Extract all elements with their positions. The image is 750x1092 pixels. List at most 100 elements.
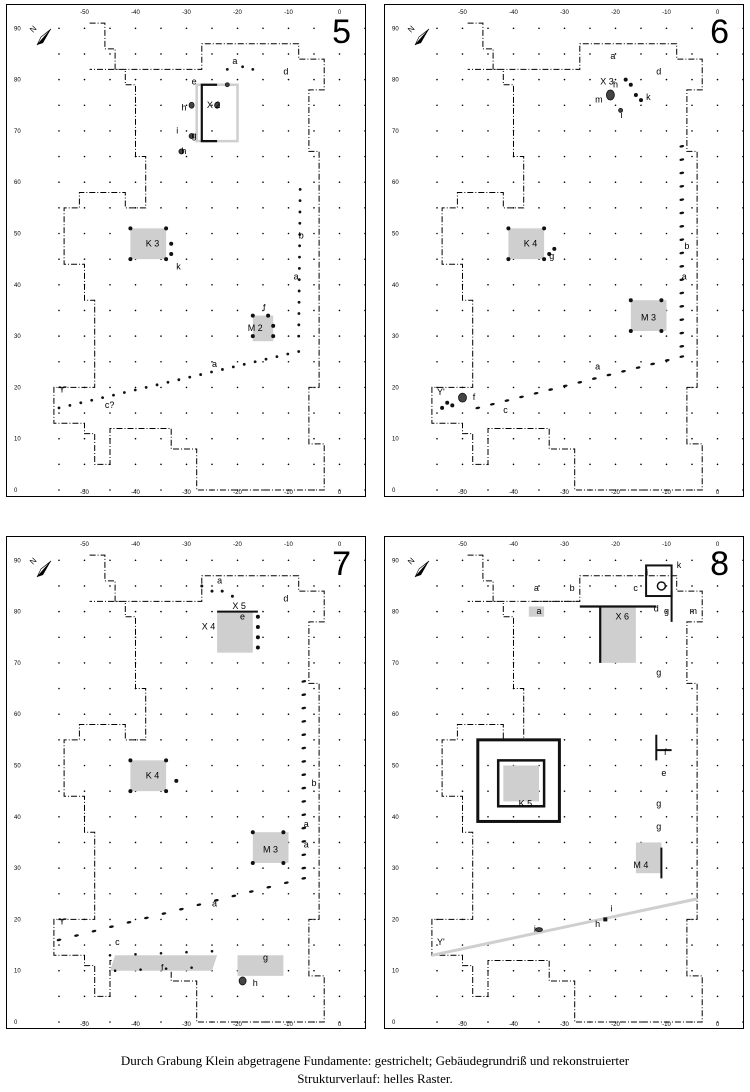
wall-a-stone (635, 366, 641, 369)
grid-dot (691, 437, 693, 440)
grid-dot (640, 1021, 642, 1023)
grid-dot (436, 918, 438, 921)
grid-dot (211, 463, 213, 466)
grid-dot (262, 559, 264, 562)
grid-dot (512, 412, 515, 414)
feature-label: f (473, 392, 476, 402)
grid-dot (614, 969, 617, 972)
grid-dot (109, 284, 111, 286)
grid-dot (58, 284, 60, 286)
grid-dot (589, 867, 591, 869)
grid-dot (487, 892, 489, 895)
grid-dot (436, 969, 438, 972)
grid-dot (287, 764, 290, 767)
grid-dot (109, 790, 111, 792)
k4-posthole (174, 778, 179, 783)
grid-dot (742, 816, 743, 818)
grid-dot (338, 892, 341, 895)
grid-dot (487, 207, 489, 209)
grid-dot (58, 662, 60, 664)
grid-dot (742, 53, 743, 55)
site-boundary (53, 22, 325, 491)
wall-a-stone (79, 401, 83, 405)
x-tick-bottom: -50 (458, 1022, 467, 1028)
grid-dot (287, 944, 290, 946)
grid-dot (338, 335, 341, 337)
feature-label: g (664, 606, 669, 616)
grid-dot (461, 309, 464, 312)
grid-dot (83, 412, 86, 414)
grid-dot (538, 284, 540, 286)
y-tick: 80 (392, 610, 399, 616)
grid-dot (338, 636, 341, 639)
grid-dot (160, 27, 162, 30)
grid-dot (461, 969, 464, 972)
grid-dot (109, 585, 111, 587)
grid-dot (487, 412, 489, 414)
grid-dot (538, 360, 540, 363)
grid-dot (436, 53, 438, 55)
grid-dot (185, 232, 188, 235)
grid-dot (589, 27, 591, 30)
grid-dot (211, 437, 213, 440)
grid-dot (665, 104, 668, 107)
grid-dot (563, 790, 566, 792)
grid-dot (211, 155, 213, 158)
feature-label: i (176, 125, 178, 135)
grid-dot (614, 816, 617, 818)
grid-dot (640, 284, 642, 286)
feature-label: a (212, 899, 217, 909)
grid-dot (83, 130, 86, 132)
grid-dot (58, 78, 60, 81)
grid-dot (313, 816, 315, 818)
north-arrow-icon: N (28, 556, 52, 578)
grid-dot (563, 104, 566, 107)
m2-raster (252, 315, 274, 342)
grid-dot (589, 386, 591, 389)
wall-a-stone (231, 894, 237, 898)
grid-dot (665, 739, 668, 741)
grid-dot (109, 181, 111, 183)
grid-dot (262, 130, 264, 132)
grid-dot (436, 995, 438, 998)
grid-dot (109, 687, 111, 690)
grid-dot (665, 636, 668, 639)
grid-dot (691, 309, 693, 312)
feature-label: g (192, 131, 197, 141)
grid-dot (742, 489, 743, 491)
grid-dot (487, 155, 489, 158)
wall-a-stone (166, 380, 170, 384)
grid-dot (436, 309, 438, 312)
grid-dot (512, 78, 515, 81)
feature-label: a (536, 606, 541, 616)
grid-dot (58, 207, 60, 209)
grid-dot (313, 27, 315, 30)
wall-b-stone (297, 334, 301, 338)
x2-wall (200, 83, 218, 143)
grid-dot (742, 610, 743, 613)
grid-dot (236, 335, 239, 337)
grid-dot (338, 918, 341, 921)
north-label: N (406, 24, 417, 35)
north-arrow-icon: N (406, 556, 430, 578)
grid-dot (313, 995, 315, 998)
grid-dot (313, 892, 315, 895)
grid-dot (563, 764, 566, 767)
grid-dot (109, 713, 111, 715)
grid-dot (614, 585, 617, 587)
grid-dot (262, 181, 264, 183)
grid-dot (563, 918, 566, 921)
grid-dot (538, 841, 540, 844)
grid-dot (691, 232, 693, 235)
feature-label: f (664, 747, 667, 757)
grid-dot (185, 585, 188, 587)
grid-dot (716, 995, 719, 998)
grid-dot (716, 207, 719, 209)
grid-dot (185, 739, 188, 741)
f-raster (110, 955, 218, 971)
grid-dot (262, 104, 264, 107)
grid-dot (436, 360, 438, 363)
grid-dot (364, 764, 365, 767)
x-tick-bottom: -30 (182, 490, 191, 496)
g-raster (237, 955, 284, 976)
